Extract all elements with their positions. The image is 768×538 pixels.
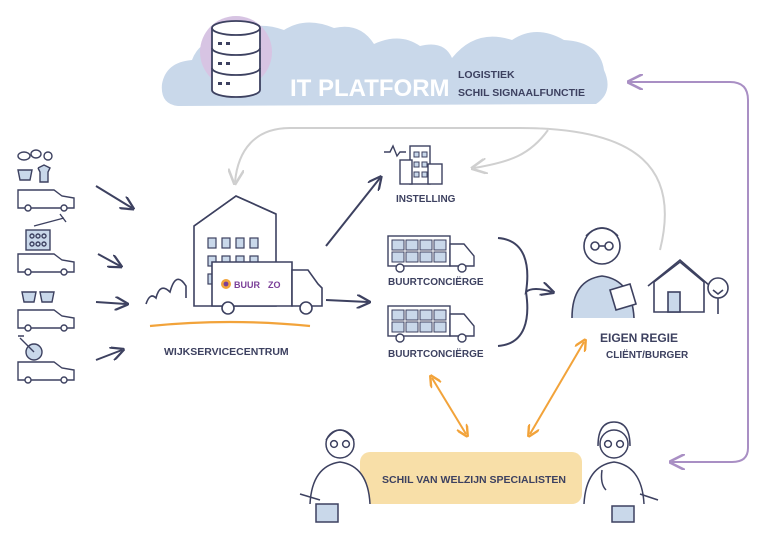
specialist-right-figure (583, 421, 659, 523)
supply-row-medication (17, 213, 75, 276)
supply-row-diapers (17, 291, 75, 332)
client-subtitle: CLIËNT/BURGER (606, 348, 689, 361)
database-icon (200, 16, 272, 98)
buurtconcierge-truck-1 (387, 235, 475, 273)
center-outgoing-arrows (325, 178, 380, 302)
client-person-icon (571, 227, 637, 319)
cloud-title: IT PLATFORM (290, 75, 450, 102)
truck-brand-buur: BUUR (234, 280, 260, 290)
buurtconcierge-label-2: BUURTCONCIËRGE (388, 347, 484, 360)
specialists-label: SCHIL VAN WELZIJN SPECIALISTEN (382, 474, 566, 486)
instelling-building-icon (384, 144, 443, 185)
merge-arrows (497, 237, 552, 347)
cloud-subtitle-signaalfunctie: SCHIL SIGNAALFUNCTIE (458, 87, 585, 99)
buurzo-truck (211, 261, 323, 315)
orange-arrows (432, 342, 584, 434)
it-platform-cloud (161, 22, 608, 106)
purple-loop-arrow (630, 82, 749, 462)
buurtconcierge-truck-2 (387, 305, 475, 343)
buurtconcierge-label-1: BUURTCONCIËRGE (388, 275, 484, 288)
supply-row-aids (17, 335, 75, 384)
center-label: WIJKSERVICECENTRUM (164, 346, 289, 358)
specialists-band (360, 452, 582, 504)
home-icon (647, 258, 729, 314)
client-title: EIGEN REGIE (600, 331, 678, 345)
center-underline (149, 320, 311, 328)
cloud-subtitle-logistiek: LOGISTIEK (458, 69, 515, 81)
truck-brand-zo: ZO (268, 280, 281, 290)
instelling-label: INSTELLING (396, 194, 456, 205)
supply-row-groceries (17, 149, 75, 212)
specialist-left-figure (299, 429, 371, 523)
supply-arrows (95, 185, 132, 361)
